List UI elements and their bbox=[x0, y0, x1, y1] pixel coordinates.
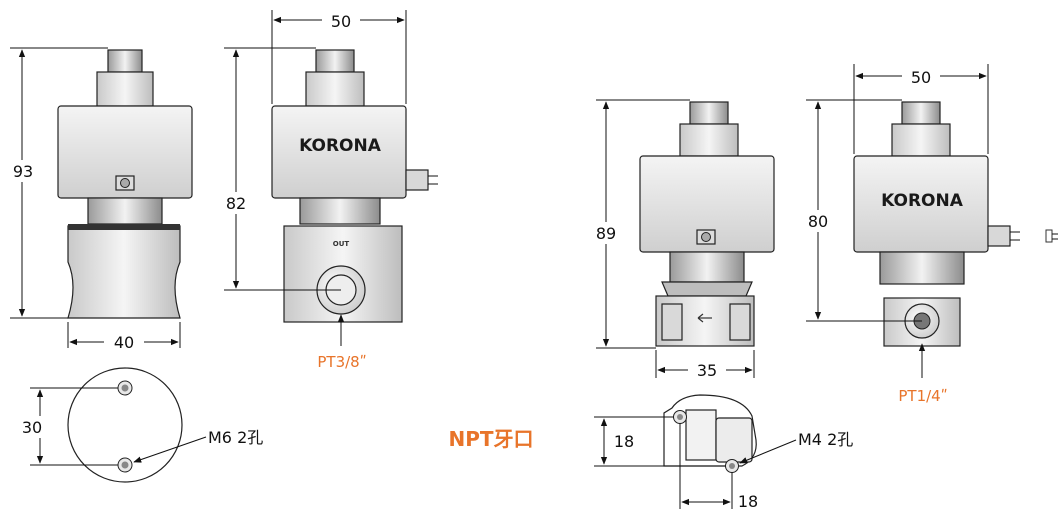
dimension-mount-spacing-30: 30 bbox=[16, 387, 118, 466]
dimension-label: 50 bbox=[911, 68, 931, 87]
dimension-width-40: 40 bbox=[67, 322, 181, 353]
mount-hole-callout-right: M4 2孔 bbox=[739, 430, 853, 464]
mount-hole-icon bbox=[117, 380, 133, 396]
dimension-label: 82 bbox=[226, 194, 246, 213]
flow-arrow-icon bbox=[697, 313, 712, 323]
dimension-label: 93 bbox=[13, 162, 33, 181]
dimension-label: 35 bbox=[697, 361, 717, 380]
dimension-height-82: 82 bbox=[220, 47, 341, 291]
mount-hole-icon bbox=[673, 410, 687, 424]
right-valve-bottom-view bbox=[663, 394, 757, 473]
left-valve-bottom-view bbox=[67, 367, 183, 483]
dimension-mount-horizontal-18: 18 bbox=[679, 423, 758, 509]
dimension-label: 18 bbox=[738, 492, 758, 509]
dimension-mount-vertical-18: 18 bbox=[594, 416, 726, 467]
dimension-height-93: 93 bbox=[8, 47, 108, 319]
left-valve-front-view: KORONA OUT bbox=[271, 49, 438, 323]
mount-hole-callout-left: M6 2孔 bbox=[133, 428, 263, 463]
port-thread-callout-right: PT1/4ʺ bbox=[898, 343, 948, 405]
terminal-screw-icon bbox=[696, 229, 716, 245]
dimension-label: 30 bbox=[22, 418, 42, 437]
port-marking: OUT bbox=[333, 240, 350, 248]
terminal-screw-icon bbox=[115, 175, 135, 191]
port-thread-label: PT3/8ʺ bbox=[317, 353, 366, 371]
right-valve-side-view bbox=[639, 101, 775, 347]
mount-hole-icon bbox=[117, 457, 133, 473]
terminal-tab-icon bbox=[1045, 229, 1058, 243]
mount-hole-note: M6 2孔 bbox=[208, 428, 263, 447]
dimension-width-50-right: 50 bbox=[853, 64, 989, 154]
dimension-label: 80 bbox=[808, 212, 828, 231]
dimension-label: 40 bbox=[114, 333, 134, 352]
dimension-height-80: 80 bbox=[802, 99, 922, 322]
connector-plug-icon bbox=[987, 225, 1020, 247]
dimension-label: 89 bbox=[596, 224, 616, 243]
npt-thread-label: NPT牙口 bbox=[448, 427, 533, 451]
mount-hole-icon bbox=[725, 459, 739, 473]
brand-logo: KORONA bbox=[299, 136, 382, 156]
dimension-width-35: 35 bbox=[655, 350, 755, 381]
brand-logo: KORONA bbox=[881, 191, 964, 211]
dimension-height-89: 89 bbox=[590, 99, 690, 349]
right-valve-front-view: KORONA bbox=[853, 101, 1058, 347]
left-valve-side-view bbox=[57, 49, 193, 319]
dimension-label: 18 bbox=[614, 432, 634, 451]
dimension-label: 50 bbox=[331, 12, 351, 31]
port-thread-callout-left: PT3/8ʺ bbox=[317, 314, 367, 371]
mount-hole-note: M4 2孔 bbox=[798, 430, 853, 449]
dimension-width-50-left: 50 bbox=[271, 9, 407, 104]
port-thread-label: PT1/4ʺ bbox=[898, 387, 947, 405]
connector-plug-icon bbox=[405, 169, 438, 191]
